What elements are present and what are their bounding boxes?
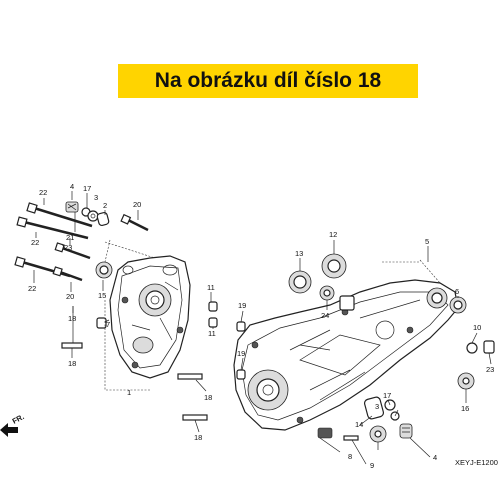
callout-21: 21 bbox=[66, 233, 74, 242]
callout-5: 5 bbox=[425, 237, 429, 246]
callout-24: 24 bbox=[321, 311, 329, 320]
callout-16: 16 bbox=[461, 404, 469, 413]
diagram-code: XEYJ-E1200 bbox=[455, 458, 498, 467]
callout-9: 9 bbox=[370, 461, 374, 470]
part-number-banner: Na obrázku díl číslo 18 bbox=[118, 64, 418, 98]
callout-8: 8 bbox=[348, 452, 352, 461]
callout-1: 1 bbox=[127, 388, 131, 397]
callout-17: 17 bbox=[83, 184, 91, 193]
callout-20: 20 bbox=[133, 200, 141, 209]
callout-18: 18 bbox=[68, 359, 76, 368]
callout-17: 17 bbox=[383, 391, 391, 400]
direction-label: FR. bbox=[11, 412, 26, 426]
callout-11: 11 bbox=[207, 283, 215, 292]
bottom-parts bbox=[317, 396, 413, 443]
callout-3: 3 bbox=[375, 402, 379, 411]
callout-23: 23 bbox=[486, 365, 494, 374]
callout-11: 11 bbox=[208, 329, 216, 338]
front-direction-arrow: FR. bbox=[0, 412, 26, 437]
callout-18: 18 bbox=[204, 393, 212, 402]
callout-18: 18 bbox=[194, 433, 202, 442]
callout-10: 10 bbox=[473, 323, 481, 332]
right-crankcase bbox=[233, 279, 459, 431]
callout-20: 20 bbox=[66, 292, 74, 301]
callout-4: 4 bbox=[433, 453, 437, 462]
callout-2: 2 bbox=[103, 201, 107, 210]
callout-6: 6 bbox=[455, 287, 459, 296]
left-crankcase bbox=[109, 255, 191, 379]
callout-12: 12 bbox=[329, 230, 337, 239]
callout-labels: 22 4 17 3 2 20 22 21 23 22 20 15 18 7 18… bbox=[28, 182, 494, 470]
callout-15: 15 bbox=[98, 291, 106, 300]
top-small-parts bbox=[65, 201, 110, 227]
callout-23: 23 bbox=[64, 243, 72, 252]
callout-4: 4 bbox=[70, 182, 74, 191]
leader-lines bbox=[33, 191, 492, 465]
callout-19: 19 bbox=[238, 301, 246, 310]
studs-and-dowels bbox=[61, 261, 246, 421]
callout-14: 14 bbox=[355, 420, 363, 429]
callout-22: 22 bbox=[31, 238, 39, 247]
callout-22: 22 bbox=[28, 284, 36, 293]
long-bolts bbox=[14, 202, 149, 282]
callout-19: 19 bbox=[237, 349, 245, 358]
callout-22: 22 bbox=[39, 188, 47, 197]
banner-text: Na obrázku díl číslo 18 bbox=[154, 69, 382, 92]
bearings bbox=[288, 253, 347, 301]
callout-3: 3 bbox=[94, 193, 98, 202]
callout-7: 7 bbox=[106, 320, 110, 329]
callout-13: 13 bbox=[295, 249, 303, 258]
callout-18: 18 bbox=[68, 314, 76, 323]
